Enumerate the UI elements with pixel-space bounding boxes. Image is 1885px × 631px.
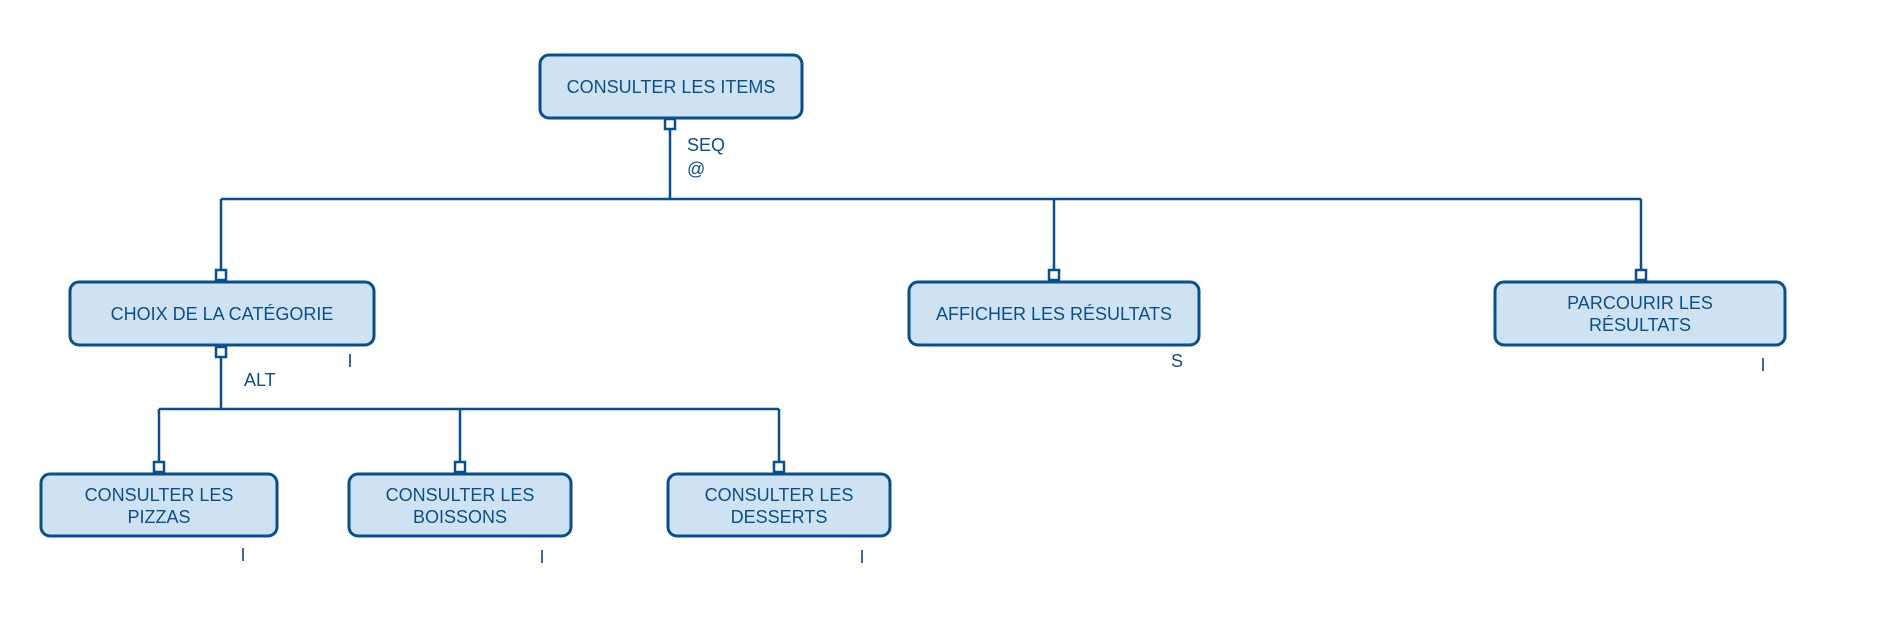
connectors: [157, 128, 1643, 462]
node-pizzas[interactable]: CONSULTER LES PIZZAS I: [39, 472, 279, 565]
node-label-line1: CONSULTER LES: [705, 485, 854, 505]
node-box: [666, 472, 892, 538]
node-label-line2: DESSERTS: [731, 507, 828, 527]
node-label-line1: CONSULTER LES: [85, 485, 234, 505]
node-choix[interactable]: CHOIX DE LA CATÉGORIE I: [68, 280, 376, 371]
iteration-marker: I: [1760, 355, 1765, 375]
iteration-marker: I: [240, 545, 245, 565]
node-label-line1: CONSULTER LES: [386, 485, 535, 505]
port-choix-top: [214, 268, 228, 282]
node-label-line2: PIZZAS: [127, 507, 190, 527]
operator-seq-label: SEQ: [687, 135, 725, 155]
node-label: CONSULTER LES ITEMS: [567, 77, 776, 97]
node-box: [1493, 280, 1787, 347]
node-label-line2: RÉSULTATS: [1589, 315, 1691, 335]
node-label: AFFICHER LES RÉSULTATS: [936, 304, 1172, 324]
port-desserts-top: [772, 460, 786, 474]
ports: [152, 117, 1648, 474]
port-parcourir-top: [1634, 268, 1648, 282]
node-label-line1: PARCOURIR LES: [1567, 293, 1713, 313]
node-box: [68, 280, 376, 347]
node-afficher[interactable]: AFFICHER LES RÉSULTATS S: [907, 280, 1201, 371]
port-pizzas-top: [152, 460, 166, 474]
operator-seq: SEQ @: [687, 135, 725, 179]
iteration-marker: I: [347, 351, 352, 371]
marker: S: [1171, 351, 1183, 371]
node-desserts[interactable]: CONSULTER LES DESSERTS I: [666, 472, 892, 567]
node-parcourir[interactable]: PARCOURIR LES RÉSULTATS I: [1493, 280, 1787, 375]
operator-seq-symbol: @: [687, 159, 705, 179]
node-label-line2: BOISSONS: [413, 507, 507, 527]
node-boissons[interactable]: CONSULTER LES BOISSONS I: [347, 472, 573, 567]
operator-alt: ALT: [244, 370, 276, 390]
node-label: CHOIX DE LA CATÉGORIE: [111, 304, 334, 324]
node-root[interactable]: CONSULTER LES ITEMS: [538, 53, 804, 120]
operator-alt-label: ALT: [244, 370, 276, 390]
port-boissons-top: [453, 460, 467, 474]
port-root-bottom: [663, 117, 677, 131]
iteration-marker: I: [859, 547, 864, 567]
port-choix-bottom: [214, 345, 228, 359]
port-afficher-top: [1047, 268, 1061, 282]
iteration-marker: I: [539, 547, 544, 567]
node-box: [907, 280, 1201, 347]
node-box: [39, 472, 279, 538]
node-box: [347, 472, 573, 538]
